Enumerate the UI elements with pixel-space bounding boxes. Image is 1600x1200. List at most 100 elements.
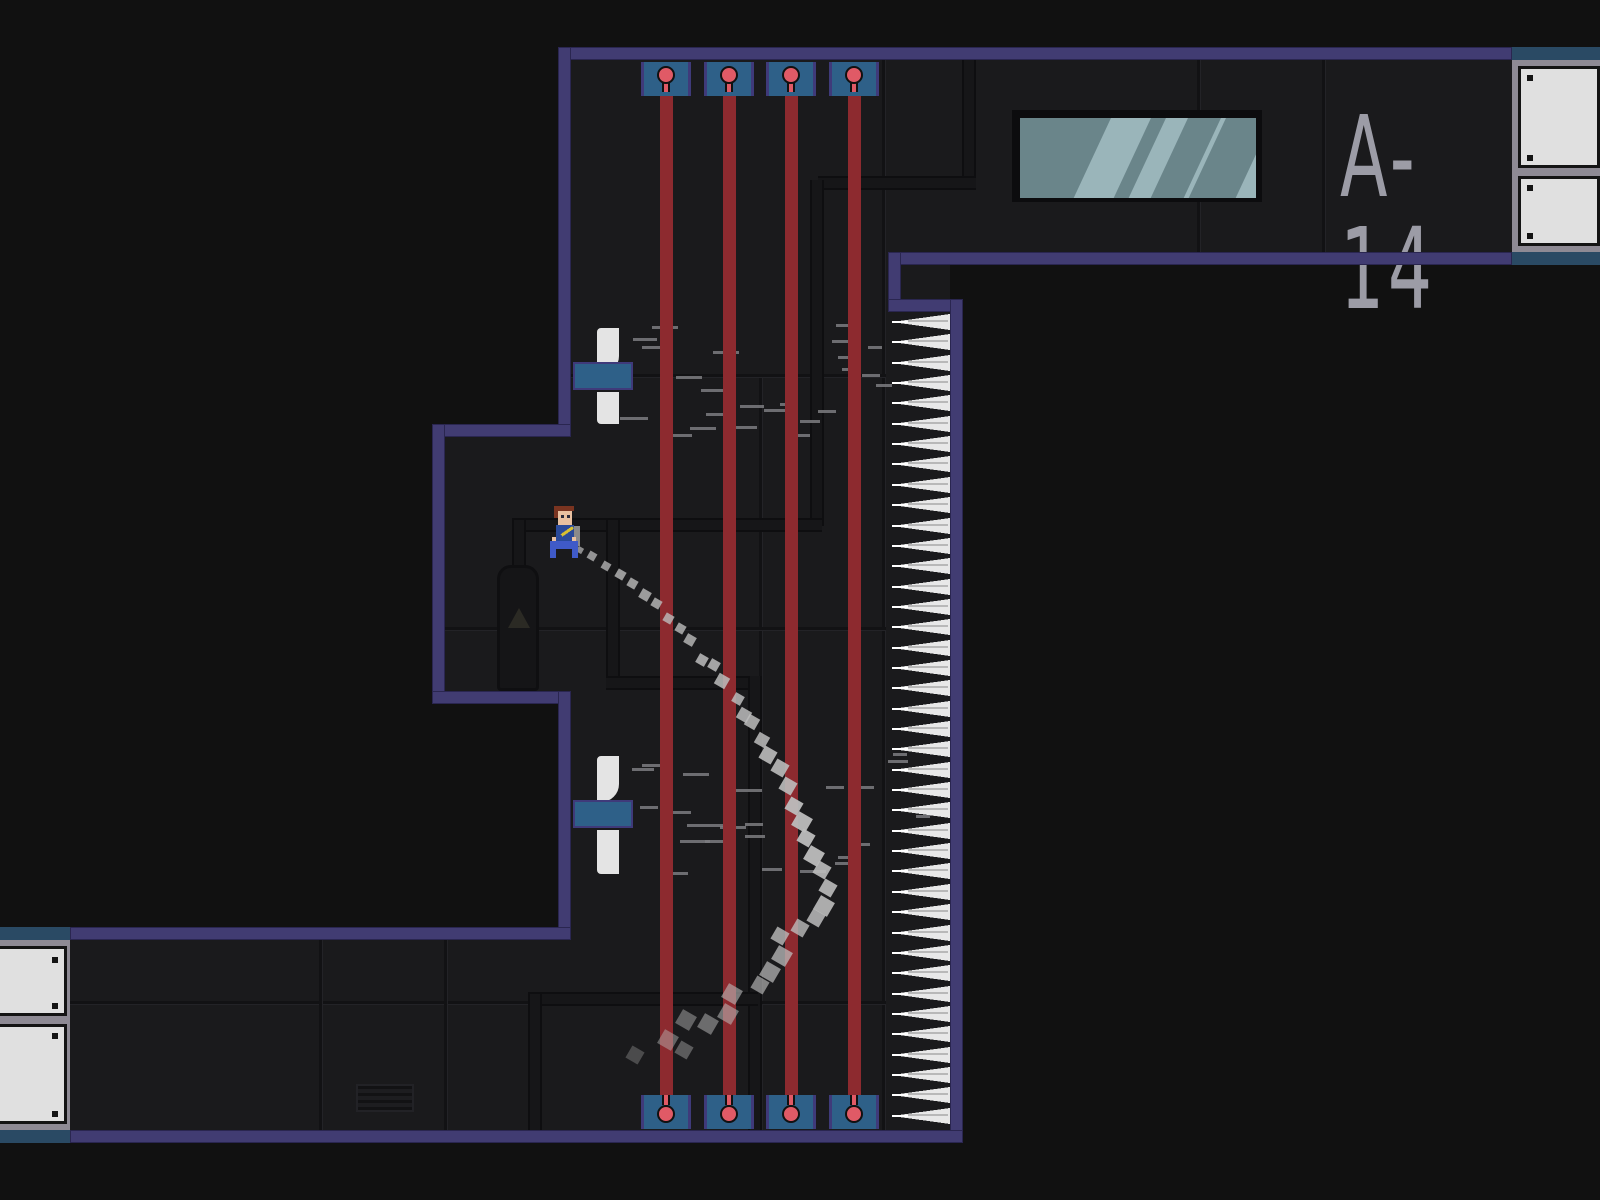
- spike-icon: [892, 1066, 950, 1083]
- wall: [888, 252, 901, 312]
- wind-streak: [680, 840, 710, 843]
- wind-streak: [633, 338, 657, 341]
- laser-beam: [848, 90, 861, 1105]
- panel-seam: [444, 940, 448, 1130]
- wind-streak: [836, 324, 854, 327]
- window-glass: [1020, 118, 1256, 198]
- wall: [558, 47, 571, 437]
- wall: [432, 691, 571, 704]
- fan-upper: [573, 326, 643, 426]
- pipe: [606, 676, 762, 690]
- pipe: [512, 520, 526, 570]
- pipe: [528, 992, 758, 1006]
- spike-icon: [892, 578, 950, 595]
- laser-emitter-bottom: [829, 1095, 879, 1129]
- spike-icon: [892, 700, 950, 717]
- wall: [950, 299, 963, 1143]
- spike-icon: [892, 354, 950, 371]
- wind-streak: [701, 389, 727, 392]
- spike-icon: [892, 822, 950, 839]
- wind-streak: [838, 856, 856, 859]
- spike-icon: [892, 944, 950, 961]
- wind-streak: [705, 840, 725, 843]
- spike-icon: [892, 1087, 950, 1104]
- wind-streak: [832, 340, 854, 343]
- pipe: [606, 520, 620, 680]
- wall: [558, 47, 1512, 60]
- spike-icon: [892, 314, 950, 330]
- spike-icon: [892, 1107, 950, 1124]
- laser-beam: [785, 90, 798, 1105]
- spike-icon: [892, 415, 950, 432]
- wind-streak: [740, 405, 764, 408]
- laser-emitter-bottom: [704, 1095, 754, 1129]
- door-entry-left[interactable]: [0, 940, 70, 1130]
- spike-icon: [892, 517, 950, 534]
- wind-streak: [888, 760, 908, 763]
- wind-streak: [687, 824, 727, 827]
- wind-streak: [706, 413, 730, 416]
- spike-icon: [892, 558, 950, 575]
- pipe: [962, 60, 976, 180]
- laser-emitter-top: [704, 62, 754, 96]
- spike-icon: [892, 904, 950, 921]
- spike-icon: [892, 863, 950, 880]
- spike-icon: [892, 965, 950, 982]
- wind-streak: [762, 868, 782, 871]
- wall: [70, 1130, 963, 1143]
- spike-icon: [892, 802, 950, 819]
- spike-icon: [892, 334, 950, 351]
- spike-icon: [892, 741, 950, 758]
- laser-beam: [660, 90, 673, 1105]
- wind-streak: [690, 427, 716, 430]
- spike-icon: [892, 375, 950, 392]
- panel-seam: [70, 1001, 886, 1005]
- observation-window: [1012, 110, 1262, 202]
- wind-streak: [856, 786, 874, 789]
- wind-streak: [800, 420, 820, 423]
- wall: [70, 927, 571, 940]
- fan-lower: [573, 754, 643, 876]
- panel-seam: [319, 940, 323, 1130]
- wind-streak: [862, 374, 880, 377]
- panel-seam: [1322, 60, 1326, 252]
- wind-streak: [683, 773, 709, 776]
- pipe: [810, 180, 824, 526]
- wind-streak: [733, 426, 757, 429]
- panel-seam: [882, 60, 886, 1130]
- spike-icon: [892, 721, 950, 737]
- wind-streak: [835, 862, 855, 865]
- wind-streak: [642, 764, 670, 767]
- wall: [432, 424, 571, 437]
- laser-emitter-top: [829, 62, 879, 96]
- wind-streak: [826, 786, 844, 789]
- spike-icon: [892, 761, 950, 778]
- spike-icon: [892, 883, 950, 900]
- wind-streak: [790, 434, 810, 437]
- spike-icon: [892, 395, 950, 412]
- wind-streak: [745, 823, 763, 826]
- wind-streak: [736, 789, 762, 792]
- wind-streak: [642, 346, 668, 349]
- spike-icon: [892, 456, 950, 473]
- door-exit-right[interactable]: [1512, 60, 1600, 252]
- spike-icon: [892, 476, 950, 493]
- wind-streak: [640, 806, 658, 809]
- wind-streak: [916, 815, 930, 818]
- laser-emitter-bottom: [641, 1095, 691, 1129]
- wind-streak: [632, 768, 654, 771]
- wall: [432, 424, 445, 704]
- spike-icon: [892, 924, 950, 941]
- spike-icon: [892, 1026, 950, 1043]
- wind-streak: [664, 872, 688, 875]
- pipe: [528, 994, 542, 1130]
- wind-streak: [620, 417, 648, 420]
- laser-emitter-bottom: [766, 1095, 816, 1129]
- wind-streak: [764, 409, 786, 412]
- spike-icon: [892, 1046, 950, 1063]
- pipe: [818, 176, 976, 190]
- spike-icon: [892, 598, 950, 615]
- spike-icon: [892, 985, 950, 1002]
- spike-icon: [892, 537, 950, 554]
- gas-tank: [497, 565, 539, 691]
